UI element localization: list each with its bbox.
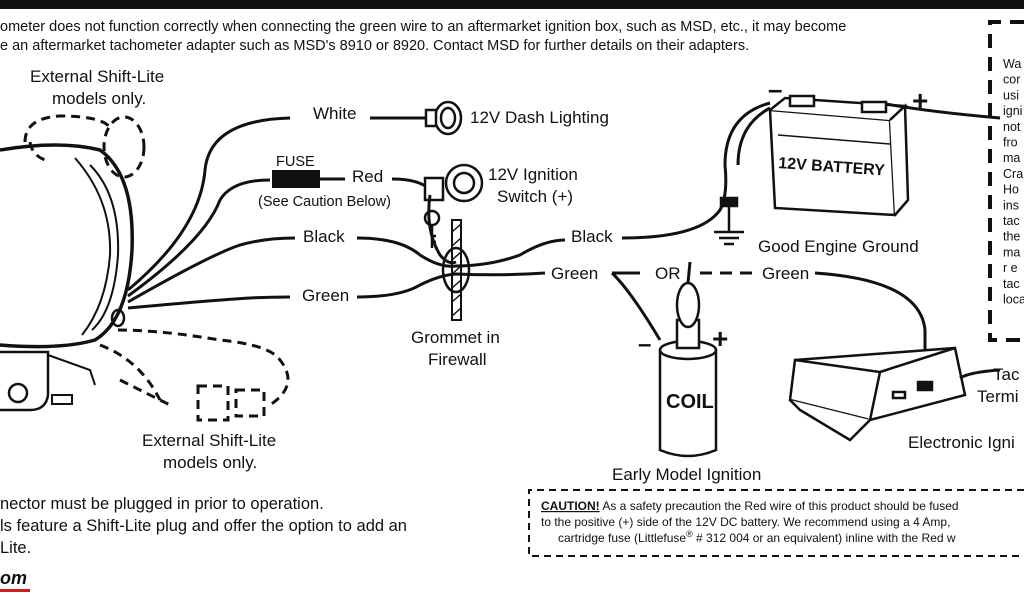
- coil-label: COIL: [666, 391, 714, 413]
- battery-icon: [768, 94, 910, 217]
- coil-plus: +: [712, 323, 728, 354]
- grommet-label-1: Grommet in: [411, 328, 500, 347]
- gauge-wire-bundle: [127, 116, 296, 310]
- side-note-line: fro: [1003, 136, 1018, 150]
- early-ignition-label: Early Model Ignition: [612, 465, 761, 484]
- side-note-line: tac: [1003, 214, 1020, 228]
- shift-lite-bottom-label-1: External Shift-Lite: [142, 431, 276, 450]
- side-note-line: not: [1003, 120, 1021, 134]
- ignition-switch-label-1: 12V Ignition: [488, 165, 578, 184]
- battery-minus: –: [768, 74, 782, 104]
- side-note-line: cor: [1003, 73, 1020, 87]
- green-wire-label-mid: Green: [551, 264, 598, 283]
- ignition-switch-icon: [423, 163, 484, 248]
- caution-box: CAUTION! As a safety precaution the Red …: [528, 489, 1024, 557]
- electronic-ignition-label: Electronic Igni: [908, 433, 1015, 452]
- side-note-line: ins: [1003, 198, 1019, 212]
- fuse-label: FUSE: [276, 154, 315, 170]
- electronic-ignition-box-icon: [788, 346, 967, 442]
- firewall-wire-routing: [356, 194, 566, 299]
- coil-minus: –: [638, 331, 651, 358]
- green-wire-label-left: Green: [302, 286, 349, 305]
- see-caution-label: (See Caution Below): [258, 194, 391, 210]
- brand-logo-text: om: [0, 568, 27, 588]
- shift-lite-top-label-1: External Shift-Lite: [30, 67, 164, 86]
- top-border: [0, 0, 1024, 9]
- brand-logo: om: [0, 568, 30, 592]
- caution-line-3: cartridge fuse (Littlefuse® # 312 004 or…: [558, 529, 956, 545]
- shift-lite-top-label-2: models only.: [52, 89, 146, 108]
- shift-lite-bottom-label-2: models only.: [163, 453, 257, 472]
- black-wire-label-right: Black: [571, 227, 613, 246]
- green-wire-to-coil: [610, 271, 662, 341]
- footer-line-1: nector must be plugged in prior to opera…: [0, 495, 324, 513]
- tach-terminal-label-2: Termi: [977, 387, 1019, 406]
- side-note-line: r e: [1003, 261, 1018, 275]
- side-note-line: Wa: [1003, 57, 1021, 71]
- firewall: [441, 219, 471, 321]
- header-line-2: e an aftermarket tachometer adapter such…: [0, 38, 749, 54]
- caution-line-1: CAUTION! As a safety precaution the Red …: [541, 499, 959, 513]
- or-label: OR: [655, 264, 681, 283]
- tach-terminal-wire: [959, 368, 1001, 380]
- shift-lite-dashed-top: [23, 114, 146, 179]
- side-note-line: ma: [1003, 151, 1020, 165]
- dash-lighting-label: 12V Dash Lighting: [470, 108, 609, 127]
- side-note-line: usi: [1003, 88, 1019, 102]
- dash-light-bulb-icon: [424, 100, 463, 136]
- tachometer-gauge: [0, 143, 134, 412]
- caution-line-3a: cartridge fuse (Littlefuse: [558, 531, 686, 545]
- red-wire-label: Red: [352, 167, 383, 186]
- caution-line-1-text: As a safety precaution the Red wire of t…: [600, 499, 959, 513]
- ignition-switch-label-2: Switch (+): [497, 187, 573, 206]
- footer-line-2: ls feature a Shift-Lite plug and offer t…: [0, 517, 407, 535]
- side-note-line: ma: [1003, 245, 1020, 259]
- side-note-line: loca: [1003, 293, 1024, 307]
- shift-lite-dashed-bottom: [99, 328, 290, 422]
- caution-heading: CAUTION!: [541, 499, 600, 513]
- footer-line-3: Lite.: [0, 539, 31, 557]
- fuse-icon: [272, 170, 320, 188]
- ground-symbol-icon: [714, 196, 744, 246]
- side-note-line: Ho: [1003, 183, 1019, 197]
- side-note-line: igni: [1003, 104, 1022, 118]
- side-note-line: Cra: [1003, 167, 1023, 181]
- header-line-1: ometer does not function correctly when …: [0, 19, 846, 35]
- battery-positive-wire: [885, 102, 1001, 120]
- grommet-label-2: Firewall: [428, 350, 487, 369]
- side-note-line: the: [1003, 230, 1020, 244]
- caution-line-2: to the positive (+) side of the 12V DC b…: [541, 515, 950, 529]
- white-wire-label: White: [313, 104, 356, 123]
- caution-line-3b: # 312 004 or an equivalent) inline with …: [693, 531, 956, 545]
- tach-terminal-label-1: Tac: [993, 365, 1020, 384]
- caution-registered: ®: [686, 529, 693, 539]
- green-wire-label-right: Green: [762, 264, 809, 283]
- ground-wire-2: [736, 106, 771, 166]
- side-note-line: tac: [1003, 277, 1020, 291]
- black-wire-label-left: Black: [303, 227, 345, 246]
- coil-icon: [658, 261, 718, 458]
- black-wire-to-ground: [621, 101, 771, 240]
- ground-label: Good Engine Ground: [758, 237, 919, 256]
- green-wire-to-ecu: [814, 271, 927, 385]
